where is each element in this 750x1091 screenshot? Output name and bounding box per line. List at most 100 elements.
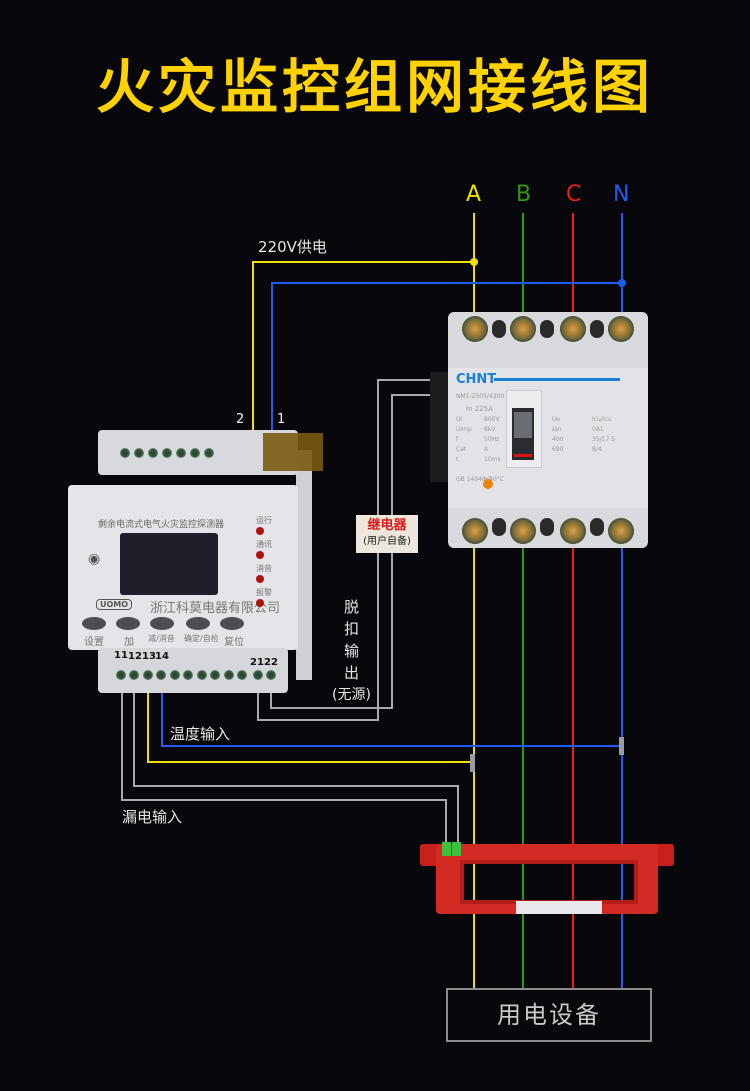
terminal-screw-12 [129, 670, 139, 680]
temperature-input-label: 温度输入 [170, 725, 231, 743]
temperature-sensor-a [470, 754, 475, 772]
leakage-input-label: 漏电输入 [122, 808, 183, 826]
terminal-number-11: 11 [114, 650, 128, 661]
breaker-rating: In 225A [466, 405, 493, 413]
terminal-number-21: 21 [250, 657, 264, 668]
button-reset[interactable] [220, 617, 244, 630]
breaker-aux-contacts [430, 372, 448, 482]
junction-dot-n [618, 279, 626, 287]
wire-supply-l [252, 261, 474, 442]
terminal-screw-13 [143, 670, 153, 680]
button-settings[interactable] [82, 617, 106, 630]
ct-terminal [452, 842, 461, 856]
wire-trip-22 [270, 394, 440, 709]
monitor-top [98, 430, 323, 475]
wire-temp-input [161, 672, 622, 747]
terminal-screw [134, 448, 144, 458]
relay-label: 继电器 [367, 518, 407, 533]
terminal-screw [204, 448, 214, 458]
button-minus-mute[interactable] [150, 617, 174, 630]
spec-label: t [456, 456, 459, 463]
spec-label: Uimp [456, 426, 472, 433]
breaker-bottom-terminal-c [560, 518, 586, 544]
device-title: 剩余电流式电气火灾监控探测器 [98, 520, 225, 530]
fire-monitor-detector: 剩余电流式电气火灾监控探测器 ◉ UOMO 浙江科莫电器有限公司 运行 通讯 消… [68, 430, 323, 695]
terminal-screw [237, 670, 247, 680]
button-label: 减/消音 [148, 634, 175, 643]
terminal-screw-14 [156, 670, 166, 680]
monitor-side [296, 450, 312, 680]
trip-output-char: 输 [344, 642, 360, 660]
terminal-screw [224, 670, 234, 680]
led-alarm-icon [256, 599, 264, 607]
breaker-trip-indicator [514, 454, 532, 457]
breaker-front-panel [448, 368, 648, 508]
spec-value: 35/17.5 [592, 436, 616, 443]
led-mute-icon [256, 575, 264, 583]
terminal-screw-22 [266, 670, 276, 680]
wire-temp-sensor [147, 672, 474, 763]
terminal-screw-11 [116, 670, 126, 680]
spec-value: 50Hz [484, 436, 500, 443]
led-run-icon [256, 527, 264, 535]
lcd-screen [120, 533, 218, 595]
breaker-aux-screw [492, 518, 506, 536]
spec-label: 400 [552, 436, 564, 443]
terminal-screw [176, 448, 186, 458]
terminal-screw [190, 448, 200, 458]
breaker-bottom-terminal-b [510, 518, 536, 544]
leakage-current-transformer [420, 842, 674, 914]
breaker-temp: +40°C [484, 476, 504, 483]
phase-label-a: A [466, 182, 482, 207]
ct-window [460, 860, 638, 904]
company-name: 浙江科莫电器有限公司 [150, 601, 281, 616]
spec-label: Ui [456, 416, 463, 423]
breaker-handle[interactable] [514, 412, 532, 438]
monitor-front-panel: 剩余电流式电气火灾监控探测器 ◉ UOMO 浙江科莫电器有限公司 运行 通讯 消… [68, 485, 298, 650]
breaker-top-terminal-b [510, 316, 536, 342]
led-comm-icon [256, 551, 264, 559]
button-label: 复位 [224, 637, 244, 648]
breaker-aux-screw [540, 320, 554, 338]
terminal-screw [197, 670, 207, 680]
relay-box: 继电器 (用户自备) [356, 515, 418, 553]
spec-label: I∆n [552, 426, 562, 433]
terminal-screw [162, 448, 172, 458]
phase-label-n: N [613, 182, 630, 207]
indicator-label-run: 运行 [256, 516, 272, 525]
spec-value: 8/4 [592, 446, 602, 453]
breaker-model: NM1-250S/4300 [456, 393, 505, 400]
button-label: 设置 [84, 637, 104, 648]
button-label: 加 [124, 637, 134, 648]
trip-output-char: 脱 [344, 598, 360, 616]
indicator-label-mute: 消音 [256, 564, 272, 573]
trip-output-char: 扣 [344, 620, 360, 638]
wire-leak-12 [133, 672, 459, 846]
breaker-standard: GB 14048.2 [456, 476, 492, 483]
spec-label: Ue [552, 416, 561, 423]
relay-note: (用户自备) [363, 536, 411, 547]
terminal-screw [183, 670, 193, 680]
indicator-label-alarm: 报警 [256, 588, 272, 597]
buzzer-icon: ◉ [88, 551, 101, 567]
button-confirm-selftest[interactable] [186, 617, 210, 630]
breaker-brand: CHNT [456, 372, 497, 387]
ct-terminal [442, 842, 451, 856]
spec-value: 8kV [484, 426, 496, 433]
brand-logo: UOMO [96, 599, 133, 610]
terminal-screw [148, 448, 158, 458]
wire-leak-11 [121, 672, 447, 846]
spec-value: 10ms [484, 456, 501, 463]
terminal-number-14: 14 [155, 651, 169, 662]
trip-output-char: 出 [344, 664, 360, 682]
button-plus[interactable] [116, 617, 140, 630]
load-equipment-box: 用电设备 [446, 988, 652, 1042]
breaker-aux-screw [590, 320, 604, 338]
terminal-number-12: 12 [128, 651, 142, 662]
power-connector [263, 433, 323, 471]
breaker-bottom-terminal-n [608, 518, 634, 544]
breaker-test-button[interactable] [483, 479, 493, 489]
wire-trip-21 [257, 379, 440, 721]
button-label: 确定/自检 [184, 634, 219, 643]
